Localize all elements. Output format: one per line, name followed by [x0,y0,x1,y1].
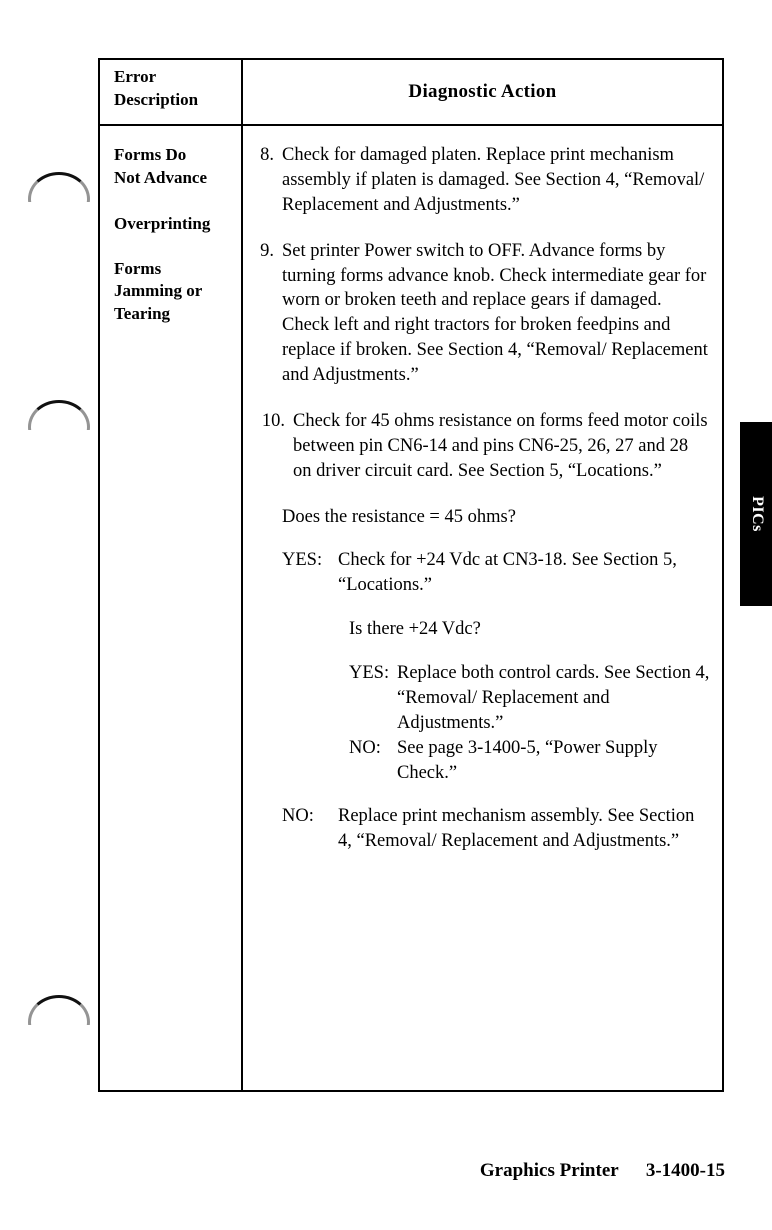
diagnostic-step-8: 8. Check for damaged platen. Replace pri… [257,143,710,218]
column-header-error-description: Error Description [100,60,243,124]
section-thumb-tab: PICs [740,422,772,606]
decision-branch-yes-level1: YES: Check for +24 Vdc at CN3-18. See Se… [282,548,710,598]
step-number: 10. [261,410,285,431]
error-item-line: Forms Do [114,145,187,164]
error-description-cell: Forms Do Not Advance Overprinting Forms … [100,126,243,1090]
diagnostic-action-cell: 8. Check for damaged platen. Replace pri… [243,126,722,1090]
error-item-line: Tearing [114,304,171,324]
branch-label-yes: YES: [349,663,390,683]
error-item-line: Jamming or [114,281,203,301]
decision-branch-no-level1: NO: Replace print mechanism assembly. Se… [282,804,710,854]
error-description-list: Forms Do Not Advance Overprinting Forms … [100,126,241,326]
branch-text: Replace both control cards. See Section … [397,663,710,733]
binder-punch-mark-2 [28,400,90,430]
diagnostic-step-9: 9. Set printer Power switch to OFF. Adva… [257,239,710,388]
decision-question-voltage: Is there +24 Vdc? [349,619,481,640]
branch-label-no: NO: [282,806,314,827]
thumb-tab-label: PICs [749,496,766,532]
branch-text: Check for +24 Vdc at CN3-18. See Section… [338,550,677,596]
diagnostic-action-content: 8. Check for damaged platen. Replace pri… [243,126,722,854]
decision-branch-no-level2: NO: See page 3-1400-5, “Power Supply Che… [349,736,710,786]
table-header-row: Error Description Diagnostic Action [100,60,722,126]
column-header-error-description-line2: Description [114,89,199,109]
footer-title: Graphics Printer [479,1160,619,1181]
step-text: Check for damaged platen. Replace print … [282,145,705,215]
footer-page-number: 3-1400-15 [645,1160,725,1181]
decision-branch-yes-level2: YES: Replace both control cards. See Sec… [349,661,710,736]
diagnostic-table: Error Description Diagnostic Action Form… [98,58,724,1092]
branch-label-no: NO: [349,737,381,758]
column-header-error-description-line1: Error [114,67,157,86]
table-body-row: Forms Do Not Advance Overprinting Forms … [100,126,722,1090]
diagnostic-step-10: 10. Check for 45 ohms resistance on form… [257,409,710,484]
column-header-diagnostic-action: Diagnostic Action [408,81,557,102]
error-description-item-overprinting: Overprinting [114,213,241,236]
page-footer: Graphics Printer 3-1400-15 [0,1160,725,1182]
step-number: 8. [260,145,274,165]
binder-punch-mark-1 [28,172,90,202]
step-number: 9. [260,240,274,261]
error-description-item-forms-do-not-advance: Forms Do Not Advance [114,144,241,189]
step-text: Set printer Power switch to OFF. Advance… [282,240,708,385]
branch-text: See page 3-1400-5, “Power Supply Check.” [397,737,658,783]
branch-text: Replace print mechanism assembly. See Se… [338,806,695,852]
branch-label-yes: YES: [282,550,323,571]
binder-punch-mark-3 [28,995,90,1025]
step-text: Check for 45 ohms resistance on forms fe… [293,410,708,481]
decision-question-resistance: Does the resistance = 45 ohms? [282,506,516,527]
error-item-line: Overprinting [114,214,211,234]
error-item-line: Forms [114,258,162,278]
error-item-line: Not Advance [114,167,208,187]
error-description-item-forms-jamming-or-tearing: Forms Jamming or Tearing [114,258,241,326]
